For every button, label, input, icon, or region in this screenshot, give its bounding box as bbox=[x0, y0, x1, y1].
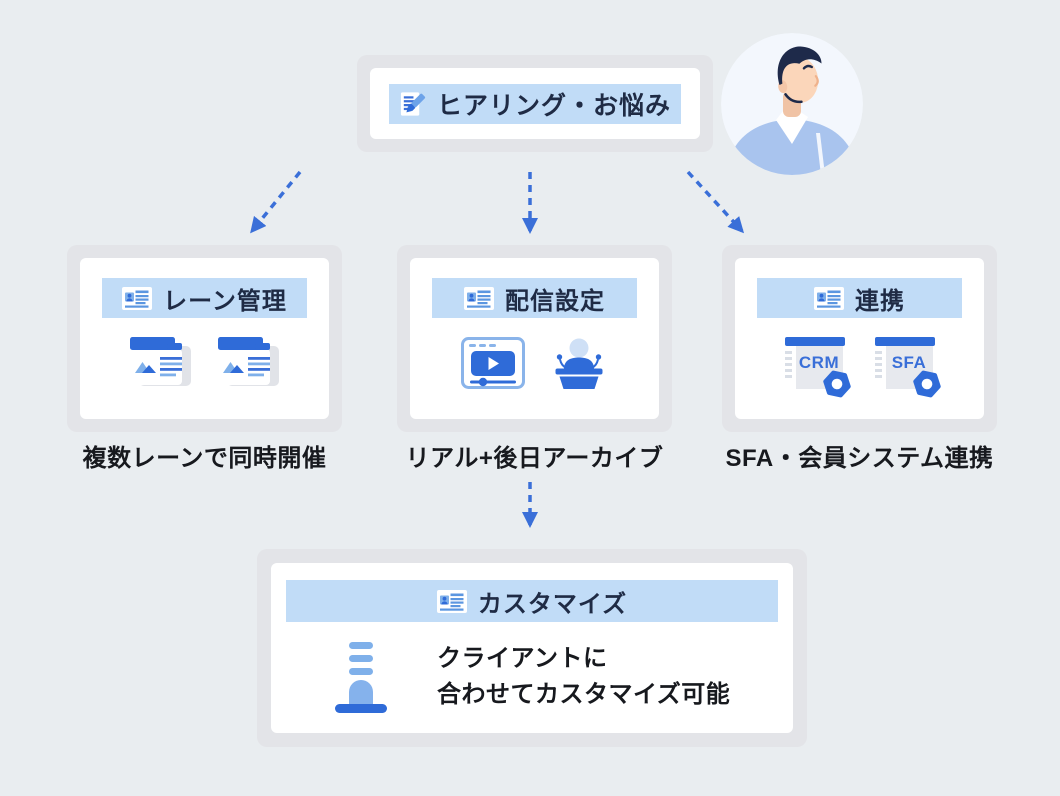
gear-icon bbox=[822, 370, 851, 398]
customize-banner: カスタマイズ bbox=[286, 580, 778, 622]
document-pencil-icon bbox=[400, 91, 426, 116]
customize-description-line2: 合わせてカスタマイズ可能 bbox=[437, 681, 731, 708]
id-card-icon bbox=[436, 589, 467, 613]
document-header-bar bbox=[874, 337, 935, 346]
lane-icons bbox=[129, 337, 280, 387]
crm-system-icon: CRM bbox=[783, 337, 851, 398]
caption-lane: 複数レーンで同時開催 bbox=[82, 445, 327, 472]
gear-icon bbox=[912, 370, 941, 398]
lane-card: レーン管理 bbox=[80, 258, 329, 419]
arrow-to-integration bbox=[686, 170, 745, 234]
webpage-card-icon bbox=[129, 337, 191, 386]
customize-description-line1: クライアントに bbox=[437, 645, 608, 672]
hearing-card: ヒアリング・お悩み bbox=[370, 68, 700, 139]
customize-label: カスタマイズ bbox=[477, 590, 628, 618]
consultant-avatar bbox=[721, 33, 863, 175]
node-lane-management: レーン管理 bbox=[67, 245, 342, 432]
delivery-label: 配信設定 bbox=[505, 287, 605, 315]
node-customize: カスタマイズ クライアントに 合わせてカスタマイズ可能 bbox=[257, 549, 807, 747]
id-card-icon bbox=[122, 286, 153, 310]
delivery-card: 配信設定 bbox=[410, 258, 659, 419]
lane-label: レーン管理 bbox=[163, 287, 287, 315]
id-card-icon bbox=[814, 286, 844, 310]
lane-banner: レーン管理 bbox=[102, 278, 307, 318]
delivery-icons bbox=[460, 337, 609, 389]
presenter-podium-icon bbox=[555, 338, 602, 389]
caption-delivery: リアル+後日アーカイブ bbox=[405, 445, 664, 472]
arrow-to-lane bbox=[250, 170, 302, 234]
delivery-banner: 配信設定 bbox=[432, 278, 637, 318]
caption-integration: SFA・会員システム連携 bbox=[725, 445, 994, 472]
hearing-label: ヒアリング・お悩み bbox=[436, 91, 671, 120]
node-delivery-settings: 配信設定 bbox=[397, 245, 672, 432]
node-integration: 連携 CRM bbox=[722, 245, 997, 432]
beacon-icon bbox=[333, 641, 389, 713]
customize-content: クライアントに 合わせてカスタマイズ可能 bbox=[333, 641, 730, 713]
document-header-bar bbox=[784, 337, 845, 346]
video-player-icon bbox=[460, 337, 525, 389]
customize-card: カスタマイズ クライアントに 合わせてカスタマイズ可能 bbox=[271, 563, 793, 733]
sfa-system-icon: SFA bbox=[873, 337, 941, 398]
id-card-icon bbox=[464, 286, 494, 310]
integration-label: 連携 bbox=[855, 287, 905, 315]
node-hearing: ヒアリング・お悩み bbox=[357, 55, 713, 152]
webpage-card-icon bbox=[217, 337, 279, 386]
hearing-banner: ヒアリング・お悩み bbox=[389, 83, 681, 124]
customize-description: クライアントに 合わせてカスタマイズ可能 bbox=[437, 641, 730, 713]
integration-card: 連携 CRM bbox=[735, 258, 984, 419]
integration-icons: CRM SFA bbox=[783, 337, 941, 398]
integration-banner: 連携 bbox=[757, 278, 962, 318]
